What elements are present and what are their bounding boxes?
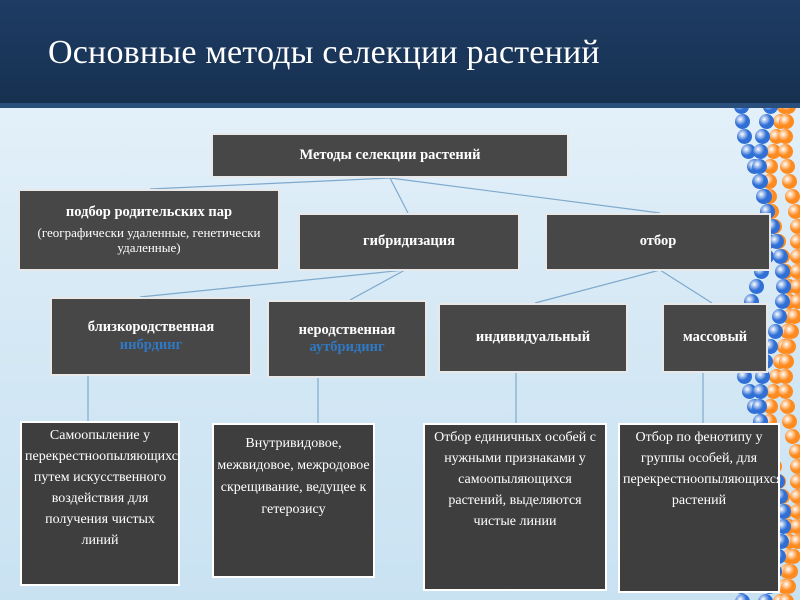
root-label: Методы селекции растений <box>299 147 480 164</box>
inbreeding-box: близкородственная инбрдинг <box>50 297 252 376</box>
selection-box: отбор <box>545 213 771 271</box>
connector-root-hybridization <box>390 178 408 213</box>
parent-selection-box: подбор родительских пар (географически у… <box>18 189 280 271</box>
inbreeding-description: Самоопыление у перекрестноопыляющихся пу… <box>20 421 180 586</box>
outbreeding-box: неродственная аутбридинг <box>267 300 427 378</box>
connector-root-parent-selection <box>150 178 390 189</box>
mass-label: массовый <box>683 329 747 346</box>
parent-selection-sub: (географически удаленные, генетически уд… <box>20 225 278 256</box>
outbreeding-label: неродственная <box>299 322 396 339</box>
inbreeding-label: близкородственная <box>88 319 214 336</box>
connector-selection-individual <box>535 270 660 303</box>
individual-box: индивидуальный <box>438 303 628 373</box>
mass-box: массовый <box>662 303 768 373</box>
root-box: Методы селекции растений <box>211 133 569 178</box>
parent-selection-label: подбор родительских пар <box>66 204 232 221</box>
individual-label: индивидуальный <box>476 329 590 346</box>
individual-description: Отбор единичных особей с нужными признак… <box>423 423 607 591</box>
hybridization-box: гибридизация <box>298 213 520 271</box>
selection-label: отбор <box>640 233 677 250</box>
connector-root-selection <box>390 178 660 213</box>
connector-selection-mass <box>660 270 712 303</box>
connector-hybridization-inbreeding <box>140 270 405 297</box>
mass-description: Отбор по фенотипу у группы особей, для п… <box>618 423 780 593</box>
inbreeding-accent: инбрдинг <box>120 337 182 354</box>
outbreeding-accent: аутбридинг <box>309 339 384 356</box>
outbreeding-description: Внутривидовое, межвидовое, межродовое ск… <box>212 423 375 578</box>
hybridization-label: гибридизация <box>363 233 455 250</box>
